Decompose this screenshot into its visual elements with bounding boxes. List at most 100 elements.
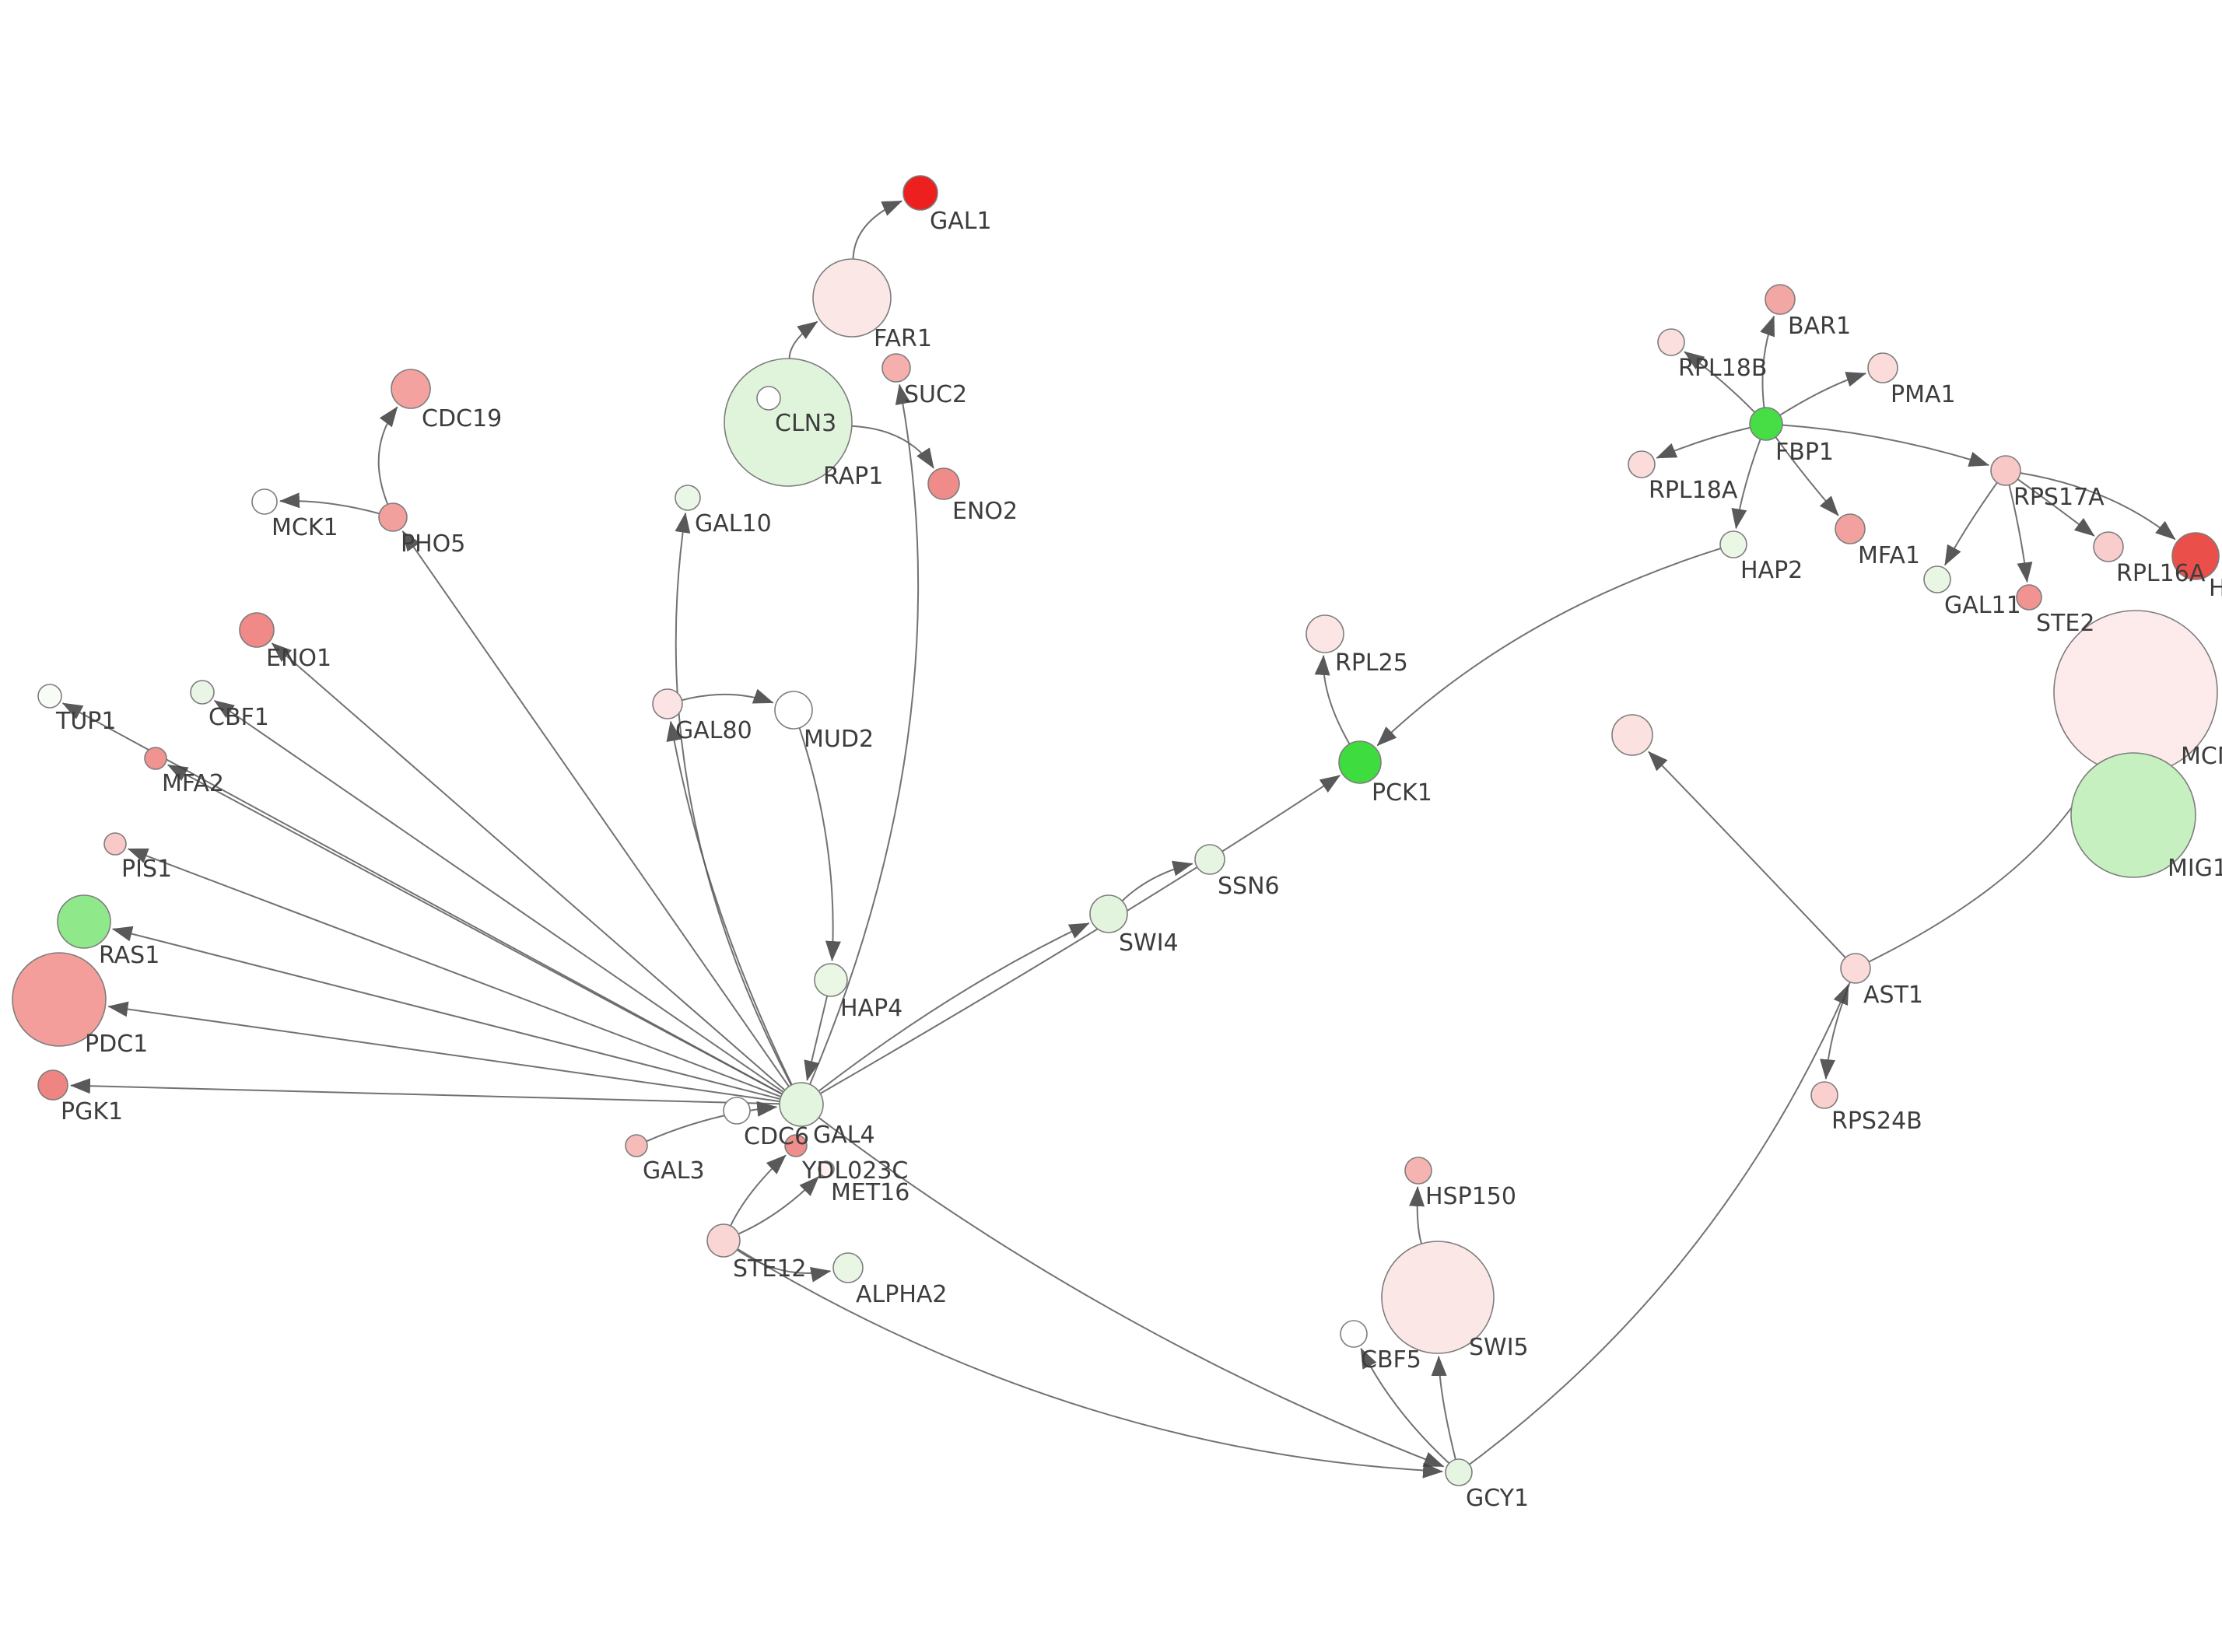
- node-swi4[interactable]: [1089, 894, 1128, 933]
- node-label-mud2: MUD2: [804, 726, 874, 753]
- node-pho5[interactable]: [378, 502, 408, 532]
- node-mfa1[interactable]: [1835, 513, 1866, 544]
- node-tup1[interactable]: [37, 684, 62, 709]
- node-gal80[interactable]: [652, 688, 683, 719]
- node-label-tup1: TUP1: [55, 708, 116, 735]
- node-label-hsp150: HSP150: [1425, 1183, 1516, 1210]
- node-label-pis1: PIS1: [121, 856, 172, 883]
- edge-rps17a-his4: [2020, 472, 2176, 541]
- node-label-gal1: GAL1: [930, 208, 992, 235]
- node-hsp150[interactable]: [1404, 1157, 1432, 1185]
- node-label-hap4: HAP4: [840, 995, 902, 1022]
- node-rpl16a[interactable]: [2093, 531, 2124, 562]
- node-label-gal80: GAL80: [675, 717, 752, 744]
- node-label-gcy1: GCY1: [1466, 1485, 1529, 1512]
- node-label-rpl25: RPL25: [1335, 649, 1408, 677]
- node-rpl25[interactable]: [1306, 614, 1344, 653]
- node-pgk1[interactable]: [37, 1069, 68, 1101]
- node-suc2[interactable]: [881, 353, 911, 383]
- node-rap1[interactable]: [724, 358, 853, 487]
- edge-ste12-gcy1: [737, 1248, 1444, 1479]
- edge-gal3-gal4: [646, 1101, 778, 1143]
- node-rpl18b[interactable]: [1657, 328, 1685, 356]
- node-ydl023c[interactable]: [784, 1134, 808, 1157]
- node-gal10[interactable]: [675, 485, 701, 511]
- node-rps24b[interactable]: [1810, 1081, 1838, 1109]
- node-far1[interactable]: [812, 258, 892, 338]
- node-label-hap2: HAP2: [1740, 557, 1803, 584]
- edge-pho5-cdc19: [377, 406, 398, 505]
- nodes-layer: [12, 175, 2220, 1486]
- node-ste2[interactable]: [2016, 584, 2042, 611]
- node-gal11[interactable]: [1923, 565, 1951, 593]
- node-rpl18a[interactable]: [1628, 450, 1656, 478]
- node-rps17a[interactable]: [1990, 455, 2021, 486]
- edge-gal4-eno1: [271, 642, 786, 1091]
- node-eno1[interactable]: [239, 612, 275, 648]
- node-label-mig1: MIG1: [2168, 855, 2222, 882]
- node-swi5[interactable]: [1381, 1241, 1495, 1354]
- node-cbf5[interactable]: [1340, 1320, 1368, 1348]
- node-ast1[interactable]: [1840, 953, 1871, 984]
- node-met16[interactable]: [818, 1160, 835, 1178]
- node-label-fbp1: FBP1: [1775, 439, 1834, 466]
- edge-gcy1-ast1: [1469, 984, 1849, 1465]
- edge-fbp1-rps17a: [1782, 424, 1990, 467]
- node-mck1[interactable]: [251, 488, 278, 515]
- edge-pck1-rpl25: [1314, 654, 1351, 745]
- node-ras1[interactable]: [57, 894, 111, 949]
- node-his4[interactable]: [2171, 532, 2220, 580]
- node-label-pdc1: PDC1: [85, 1031, 148, 1058]
- node-fbp1[interactable]: [1749, 407, 1783, 441]
- node-label-mfa2: MFA2: [162, 770, 224, 797]
- node-label-cdc19: CDC19: [422, 405, 502, 432]
- edge-gcy1-swi5: [1431, 1355, 1456, 1460]
- node-mig1[interactable]: [2070, 752, 2196, 878]
- node-cbf1[interactable]: [190, 680, 215, 705]
- node-ssn6[interactable]: [1194, 844, 1225, 875]
- edge-gal4-gcy1: [818, 1117, 1445, 1468]
- node-gal4[interactable]: [779, 1082, 824, 1127]
- node-bar1[interactable]: [1765, 284, 1796, 315]
- node-hap2[interactable]: [1719, 530, 1747, 558]
- edge-rap1-far1: [788, 320, 818, 359]
- node-label-mfa1: MFA1: [1858, 542, 1920, 569]
- node-ste12[interactable]: [706, 1223, 741, 1258]
- node-label-mck1: MCK1: [272, 514, 338, 541]
- edge-rps17a-rpl16a: [2017, 478, 2095, 537]
- node-pdc1[interactable]: [12, 952, 107, 1047]
- node-eno2[interactable]: [927, 467, 960, 500]
- node-cln3[interactable]: [756, 386, 781, 411]
- edge-gal4-pdc1: [107, 1001, 780, 1103]
- node-unnamed1[interactable]: [1611, 714, 1653, 756]
- node-alpha2[interactable]: [832, 1252, 864, 1283]
- node-pck1[interactable]: [1338, 740, 1382, 784]
- edge-fbp1-mfa1: [1775, 436, 1839, 516]
- node-mud2[interactable]: [774, 691, 813, 730]
- edge-swi5-hsp150: [1409, 1185, 1425, 1244]
- node-pma1[interactable]: [1867, 352, 1898, 383]
- node-cdc19[interactable]: [391, 369, 431, 409]
- node-mfa2[interactable]: [144, 747, 167, 770]
- edge-rps17a-ste2: [2008, 485, 2033, 583]
- node-gal1[interactable]: [902, 175, 938, 211]
- edge-pho5-mck1: [279, 492, 380, 515]
- node-pis1[interactable]: [103, 832, 127, 856]
- node-label-rap1: RAP1: [823, 463, 883, 490]
- node-label-pgk1: PGK1: [61, 1098, 123, 1125]
- edge-hap4-gal4: [804, 996, 829, 1081]
- node-cdc6[interactable]: [723, 1097, 751, 1125]
- node-label-ydl023c: YDL023C: [801, 1157, 908, 1185]
- node-hap4[interactable]: [814, 963, 848, 997]
- node-label-gal10: GAL10: [695, 510, 772, 537]
- node-gal3[interactable]: [625, 1134, 648, 1157]
- edge-gcy1-cbf5: [1360, 1347, 1450, 1465]
- edge-ast1-unnamed1: [1648, 751, 1846, 958]
- edge-gal4-swi4: [818, 922, 1090, 1092]
- node-label-rps24b: RPS24B: [1831, 1108, 1922, 1135]
- node-label-pho5: PHO5: [401, 530, 465, 558]
- node-label-rpl16a: RPL16A: [2116, 560, 2206, 587]
- node-gcy1[interactable]: [1445, 1458, 1473, 1486]
